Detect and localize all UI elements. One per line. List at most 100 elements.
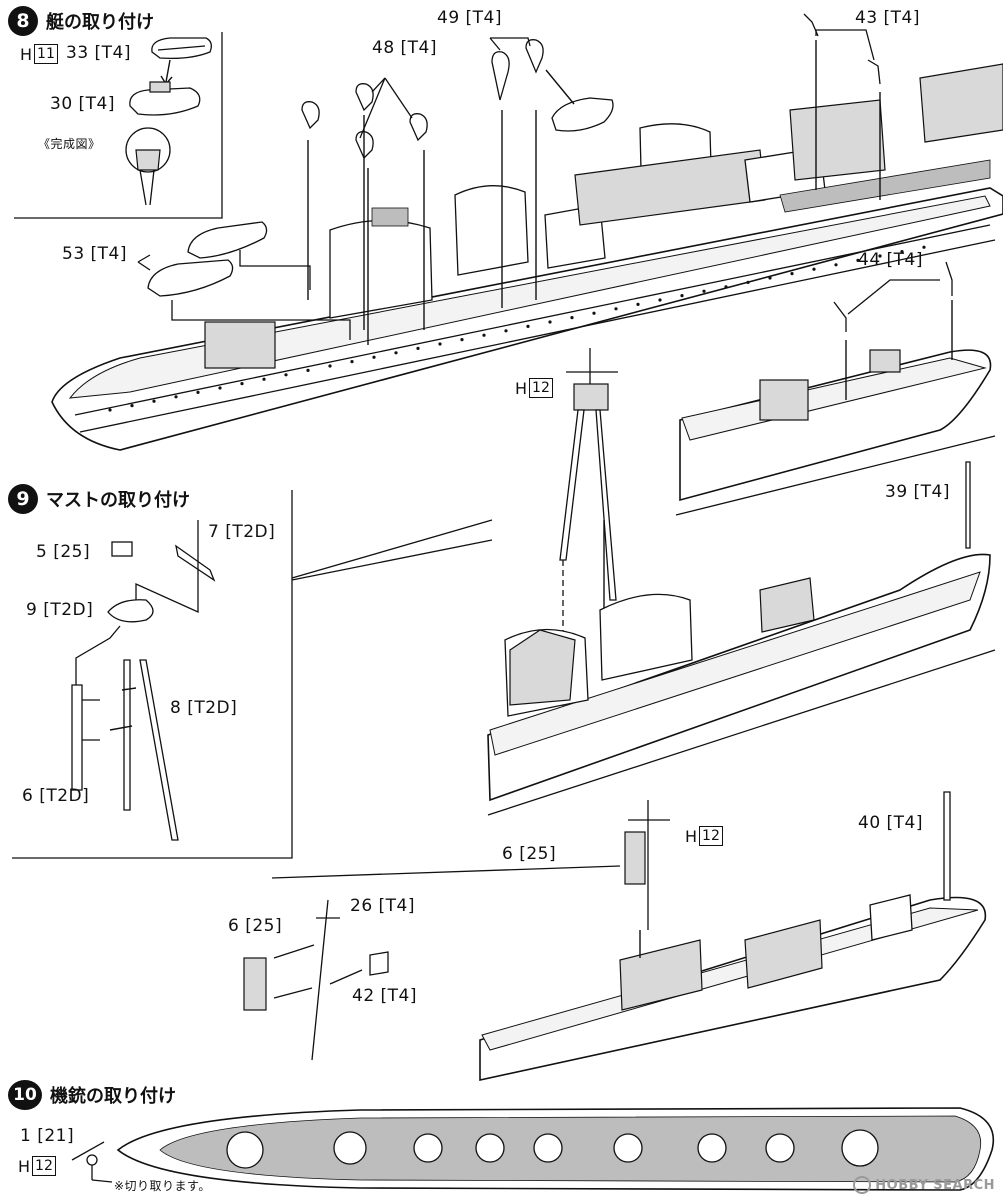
sheet-box: 12	[529, 378, 553, 398]
porthole	[790, 272, 794, 276]
porthole	[878, 254, 882, 258]
label-part-39: 39 [T4]	[885, 482, 951, 502]
step9-ship	[487, 553, 996, 816]
porthole	[834, 263, 838, 267]
step10-number: 10	[8, 1080, 42, 1110]
porthole	[526, 324, 530, 328]
porthole	[768, 276, 772, 280]
label-part-1: 1 [21]	[20, 1126, 75, 1146]
step8-detail-view	[675, 349, 996, 516]
watermark-logo-icon	[853, 1176, 872, 1194]
step9-number: 9	[8, 484, 38, 514]
label-cut-note: ※切り取ります。	[114, 1179, 211, 1193]
sheet-box: 11	[34, 44, 58, 64]
porthole	[108, 408, 112, 412]
label-part-43: 43 [T4]	[855, 8, 921, 28]
davit-part-43-icon	[803, 13, 881, 200]
porthole	[614, 307, 618, 311]
boat-part-53-icon	[137, 221, 351, 340]
step9-lower-ship	[479, 894, 987, 1081]
sheet-prefix: H	[20, 44, 33, 64]
davit-part-48-icon	[301, 77, 428, 345]
label-part-6-25-left: 6 [25]	[228, 916, 283, 936]
davit-part-44-icon	[833, 261, 953, 400]
porthole	[504, 329, 508, 333]
step8-heading: 8 艇の取り付け	[8, 6, 154, 36]
porthole	[130, 404, 134, 408]
mast-part-39-icon	[965, 461, 971, 549]
porthole	[174, 395, 178, 399]
porthole	[262, 377, 266, 381]
boat-part-30-icon	[129, 81, 201, 116]
porthole	[328, 364, 332, 368]
step9-sheet-ref-a: H 12	[515, 378, 553, 398]
porthole	[240, 382, 244, 386]
sheet-box: 12	[32, 1156, 56, 1176]
label-part-9: 9 [T2D]	[26, 600, 94, 620]
porthole	[636, 302, 640, 306]
label-part-49: 49 [T4]	[437, 8, 503, 28]
porthole	[812, 267, 816, 271]
sheet-box: 12	[699, 826, 723, 846]
label-part-5: 5 [25]	[36, 542, 91, 562]
gun-part-1-icon	[71, 1141, 113, 1183]
porthole	[702, 289, 706, 293]
porthole	[218, 386, 222, 390]
davit-part-49-icon	[489, 37, 614, 308]
step9-mast-assembly	[71, 520, 216, 841]
porthole	[922, 245, 926, 249]
porthole	[482, 333, 486, 337]
step9-tripod-mast	[559, 348, 618, 710]
label-part-7: 7 [T2D]	[208, 522, 276, 542]
porthole	[372, 355, 376, 359]
step8-superstructure	[204, 63, 1003, 369]
label-part-6-t2d: 6 [T2D]	[22, 786, 90, 806]
label-part-53: 53 [T4]	[62, 244, 128, 264]
label-complete-view: 《完成図》	[38, 137, 101, 151]
step10-title: 機銃の取り付け	[50, 1086, 176, 1107]
porthole	[284, 373, 288, 377]
porthole	[460, 338, 464, 342]
step8-sheet-ref: H 11	[20, 44, 58, 64]
label-part-40: 40 [T4]	[858, 813, 924, 833]
label-part-6-25-right: 6 [25]	[502, 844, 557, 864]
step10-top-view-ship	[116, 1107, 994, 1191]
completed-davit-icon	[125, 127, 171, 206]
sheet-prefix: H	[18, 1156, 31, 1176]
porthole	[900, 250, 904, 254]
porthole	[306, 368, 310, 372]
porthole	[724, 285, 728, 289]
step8-portholes	[108, 245, 926, 412]
step8-title: 艇の取り付け	[46, 12, 154, 33]
watermark: HOBBY SEARCH	[853, 1176, 995, 1194]
porthole	[350, 360, 354, 364]
mast-part-h12-mast-icon	[271, 800, 670, 958]
step9-sheet-ref-b: H 12	[685, 826, 723, 846]
label-part-33: 33 [T4]	[66, 43, 132, 63]
sheet-prefix: H	[685, 826, 698, 846]
step10-heading: 10 機銃の取り付け	[8, 1080, 176, 1110]
porthole	[438, 342, 442, 346]
porthole	[416, 346, 420, 350]
label-part-42: 42 [T4]	[352, 986, 418, 1006]
sheet-prefix: H	[515, 378, 528, 398]
step8-number: 8	[8, 6, 38, 36]
porthole	[746, 280, 750, 284]
step9-heading: 9 マストの取り付け	[8, 484, 190, 514]
porthole	[658, 298, 662, 302]
porthole	[592, 311, 596, 315]
label-part-8: 8 [T2D]	[170, 698, 238, 718]
porthole	[394, 351, 398, 355]
mast-part-26-icon	[243, 899, 389, 1061]
step8-ship-hull	[51, 187, 1003, 451]
porthole	[548, 320, 552, 324]
porthole	[570, 316, 574, 320]
label-part-44: 44 [T4]	[858, 250, 924, 270]
step8-inset-frame	[14, 32, 223, 219]
porthole	[152, 399, 156, 403]
label-part-48: 48 [T4]	[372, 38, 438, 58]
boat-part-33-icon	[151, 37, 212, 86]
mast-part-40-icon	[943, 791, 951, 901]
